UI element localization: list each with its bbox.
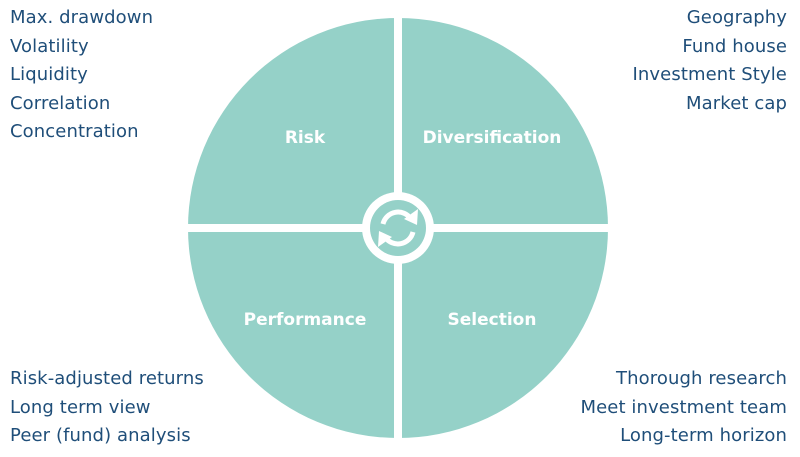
selection-criteria-list: Thorough research Meet investment team L… [580, 365, 787, 451]
list-item: Fund house [682, 35, 787, 57]
list-item: Peer (fund) analysis [10, 425, 191, 446]
list-item: Meet investment team [580, 396, 787, 418]
list-item: Concentration [10, 121, 139, 142]
list-item: Risk-adjusted returns [10, 368, 204, 389]
list-item: Market cap [686, 92, 787, 114]
diversification-criteria-list: Geography Fund house Investment Style Ma… [633, 4, 788, 118]
list-item: Liquidity [10, 64, 88, 85]
performance-criteria-list: Risk-adjusted returns Long term view Pee… [10, 365, 204, 451]
list-item: Long-term horizon [620, 425, 787, 446]
list-item: Investment Style [632, 64, 787, 85]
risk-criteria-list: Max. drawdown Volatility Liquidity Corre… [10, 4, 153, 147]
list-item: Thorough research [616, 368, 787, 389]
quadrant-label-selection: Selection [448, 310, 537, 330]
list-item: Geography [686, 7, 787, 28]
quadrant-label-diversification: Diversification [423, 128, 562, 148]
refresh-cycle-icon [362, 192, 434, 264]
list-item: Volatility [10, 35, 89, 57]
quadrant-label-performance: Performance [244, 310, 367, 330]
list-item: Max. drawdown [10, 7, 154, 28]
quadrant-label-risk: Risk [285, 128, 326, 148]
list-item: Correlation [10, 92, 111, 114]
list-item: Long term view [10, 396, 151, 418]
